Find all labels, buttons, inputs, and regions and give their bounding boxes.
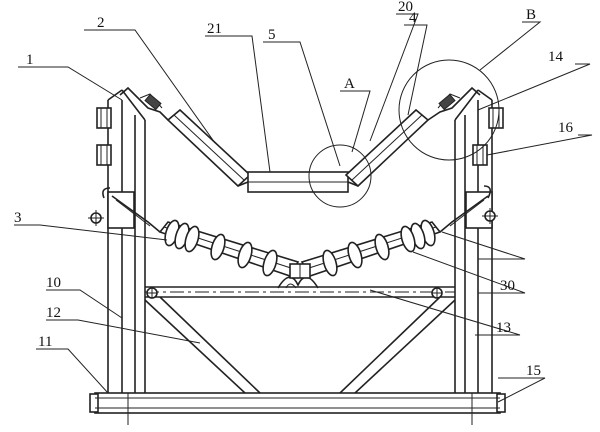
label-14: 14 — [548, 49, 564, 65]
upper-right-roller — [344, 108, 430, 188]
lower-left-roller — [158, 219, 300, 277]
label-5: 5 — [268, 27, 276, 43]
lower-right-bracket — [439, 185, 498, 233]
label-b: B — [526, 7, 536, 23]
upper-left-roller — [166, 108, 252, 188]
upper-center-roller — [247, 171, 349, 193]
label-a: A — [344, 76, 355, 92]
cross-beam — [145, 286, 455, 298]
label-21: 21 — [207, 21, 222, 37]
label-4: 4 — [409, 10, 417, 26]
diagonal-braces — [144, 296, 456, 394]
label-20: 20 — [398, 0, 413, 15]
beam-bolts — [146, 287, 443, 299]
label-12: 12 — [46, 305, 61, 321]
label-13: 13 — [496, 320, 511, 336]
lower-center-joint — [289, 263, 311, 279]
leader-lines — [14, 13, 593, 403]
label-2: 2 — [97, 15, 105, 31]
label-3: 3 — [14, 210, 22, 226]
upper-hangers — [119, 86, 481, 187]
label-10: 10 — [46, 275, 61, 291]
base-beam — [89, 392, 506, 414]
label-15: 15 — [526, 363, 541, 379]
lower-left-bracket — [88, 187, 161, 233]
detail-circle-b — [398, 59, 500, 161]
left-side-blocks — [96, 107, 112, 166]
right-frame-column — [454, 89, 493, 425]
left-frame-column — [107, 89, 146, 425]
detail-circle-a — [308, 144, 372, 208]
label-1: 1 — [26, 52, 34, 68]
label-16: 16 — [558, 120, 574, 136]
label-11: 11 — [38, 334, 52, 350]
lower-right-roller — [300, 219, 442, 277]
center-bracket — [277, 276, 319, 289]
label-30: 30 — [500, 278, 515, 294]
